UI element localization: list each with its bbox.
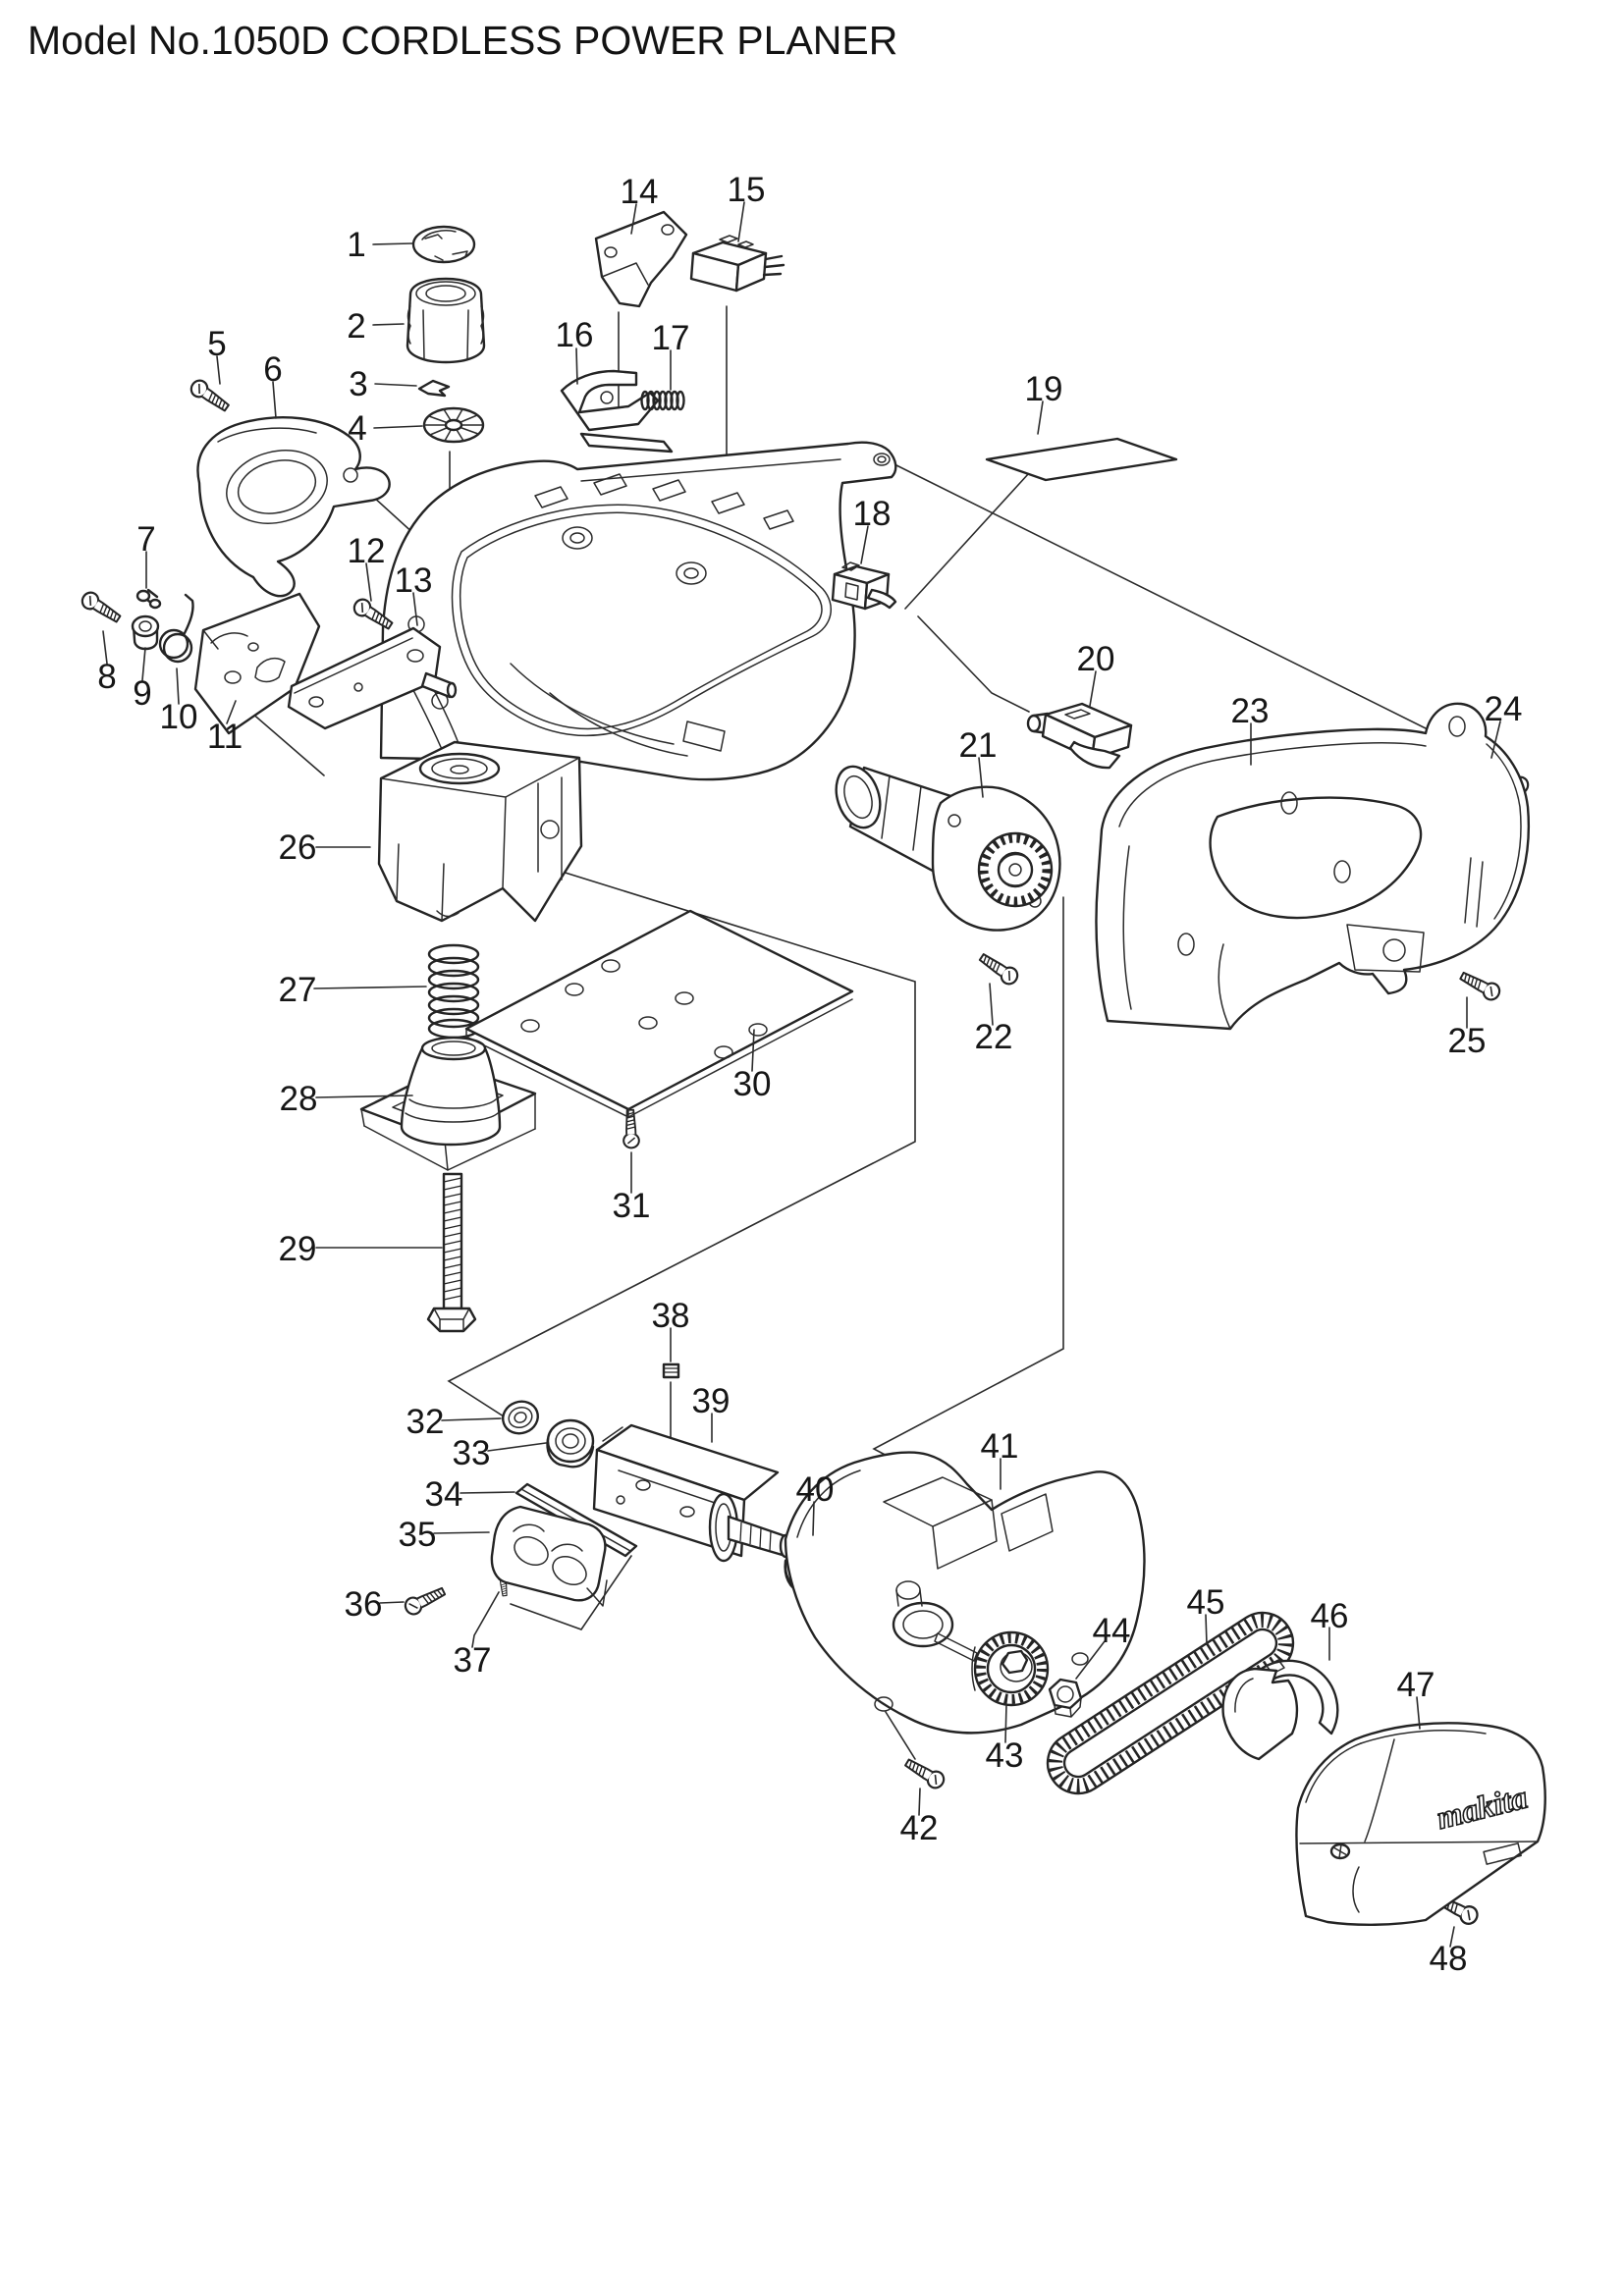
- part-label-6: 6: [263, 350, 282, 389]
- leader-lines: [102, 201, 1501, 1948]
- part-label-5: 5: [207, 325, 226, 363]
- part-19-name-label: [985, 437, 1178, 482]
- part-15-switch: [689, 235, 785, 293]
- part-47-belt-cover: makita: [1295, 1722, 1546, 1926]
- part-7-pin: [135, 588, 162, 610]
- part-label-4: 4: [348, 409, 366, 448]
- part-label-10: 10: [160, 698, 198, 736]
- part-20-switch-lever: [1026, 702, 1133, 770]
- part-26-front-base: [377, 740, 583, 923]
- part-label-22: 22: [975, 1018, 1013, 1056]
- part-46-belt-guide: [1221, 1659, 1339, 1761]
- part-label-38: 38: [652, 1297, 690, 1335]
- part-label-31: 31: [613, 1187, 651, 1225]
- part-9-bushing: [131, 614, 160, 651]
- part-10-spring: [158, 593, 194, 664]
- part-label-33: 33: [453, 1434, 491, 1472]
- part-label-45: 45: [1187, 1583, 1225, 1622]
- part-label-9: 9: [133, 674, 151, 713]
- part-label-28: 28: [280, 1080, 318, 1118]
- part-6-front-grip: [196, 416, 391, 598]
- part-8-screw: [78, 588, 125, 627]
- part-2-knob: [406, 277, 486, 364]
- part-39-cutter-drum: [592, 1423, 792, 1563]
- part-14-bracket: [594, 210, 688, 308]
- part-27-spring: [427, 943, 480, 1040]
- part-41-inner-frame: [784, 1451, 1146, 1735]
- page-title: Model No.1050D CORDLESS POWER PLANER: [27, 18, 898, 63]
- part-label-1: 1: [347, 226, 365, 264]
- part-label-35: 35: [399, 1516, 437, 1554]
- part-label-30: 30: [733, 1065, 772, 1103]
- part-3-clip: [417, 379, 451, 398]
- part-label-17: 17: [652, 319, 690, 357]
- part-label-40: 40: [796, 1470, 835, 1509]
- part-29-bolt: [426, 1172, 477, 1333]
- part-23-rear-handle: [1095, 702, 1531, 1031]
- part-38-set-screw: [662, 1362, 680, 1379]
- part-label-24: 24: [1485, 690, 1523, 728]
- part-21-motor: [835, 765, 1061, 932]
- part-label-2: 2: [347, 307, 365, 346]
- part-label-7: 7: [136, 520, 155, 559]
- part-label-11: 11: [207, 718, 243, 756]
- part-label-29: 29: [279, 1230, 317, 1268]
- main-housing: [379, 441, 897, 781]
- part-label-18: 18: [853, 495, 892, 533]
- part-28-adjusting-frame: [359, 1036, 537, 1171]
- part-36-screw: [401, 1582, 449, 1619]
- part-label-25: 25: [1448, 1022, 1487, 1060]
- part-label-15: 15: [728, 171, 766, 209]
- part-30-base-plate: [464, 909, 854, 1117]
- part-13-lever-plate: [287, 626, 458, 730]
- part-label-8: 8: [97, 658, 116, 696]
- part-label-42: 42: [900, 1809, 939, 1847]
- part-1-cap: [411, 225, 476, 264]
- part-label-39: 39: [692, 1382, 731, 1420]
- part-label-16: 16: [556, 316, 594, 354]
- part-18-switch: [831, 561, 897, 611]
- part-label-23: 23: [1231, 692, 1270, 730]
- part-label-20: 20: [1077, 640, 1115, 678]
- part-label-47: 47: [1397, 1666, 1435, 1704]
- part-label-48: 48: [1430, 1940, 1468, 1978]
- part-16-lever: [560, 369, 674, 454]
- part-label-14: 14: [621, 173, 659, 211]
- part-label-21: 21: [959, 726, 998, 765]
- part-4-star-washer: [422, 406, 485, 444]
- part-33-bearing: [546, 1418, 595, 1468]
- part-label-41: 41: [981, 1427, 1019, 1466]
- part-label-34: 34: [425, 1475, 463, 1514]
- part-label-27: 27: [279, 971, 317, 1009]
- part-labels: 1 2 3 4 5 6 7 8 9 10 11 12 13 14 15 16 1…: [97, 171, 1522, 1978]
- part-label-12: 12: [348, 532, 386, 570]
- part-5-screw: [187, 376, 233, 416]
- part-label-46: 46: [1311, 1597, 1349, 1635]
- part-label-19: 19: [1025, 370, 1063, 408]
- part-label-13: 13: [395, 561, 433, 600]
- part-17-spring: [640, 390, 685, 411]
- part-label-37: 37: [454, 1641, 492, 1680]
- part-44-nut: [1048, 1678, 1083, 1718]
- part-25-screw: [1456, 967, 1504, 1004]
- part-label-3: 3: [349, 365, 367, 403]
- part-22-screw: [975, 948, 1022, 988]
- part-35-blade-holder: [490, 1505, 608, 1607]
- part-label-43: 43: [986, 1736, 1024, 1775]
- part-43-pulley: [971, 1630, 1050, 1707]
- part-label-44: 44: [1093, 1612, 1131, 1650]
- part-label-26: 26: [279, 828, 317, 867]
- part-label-36: 36: [345, 1585, 383, 1624]
- part-32-seal-washer: [502, 1400, 539, 1435]
- part-42-screw: [901, 1754, 948, 1792]
- part-label-32: 32: [406, 1403, 445, 1441]
